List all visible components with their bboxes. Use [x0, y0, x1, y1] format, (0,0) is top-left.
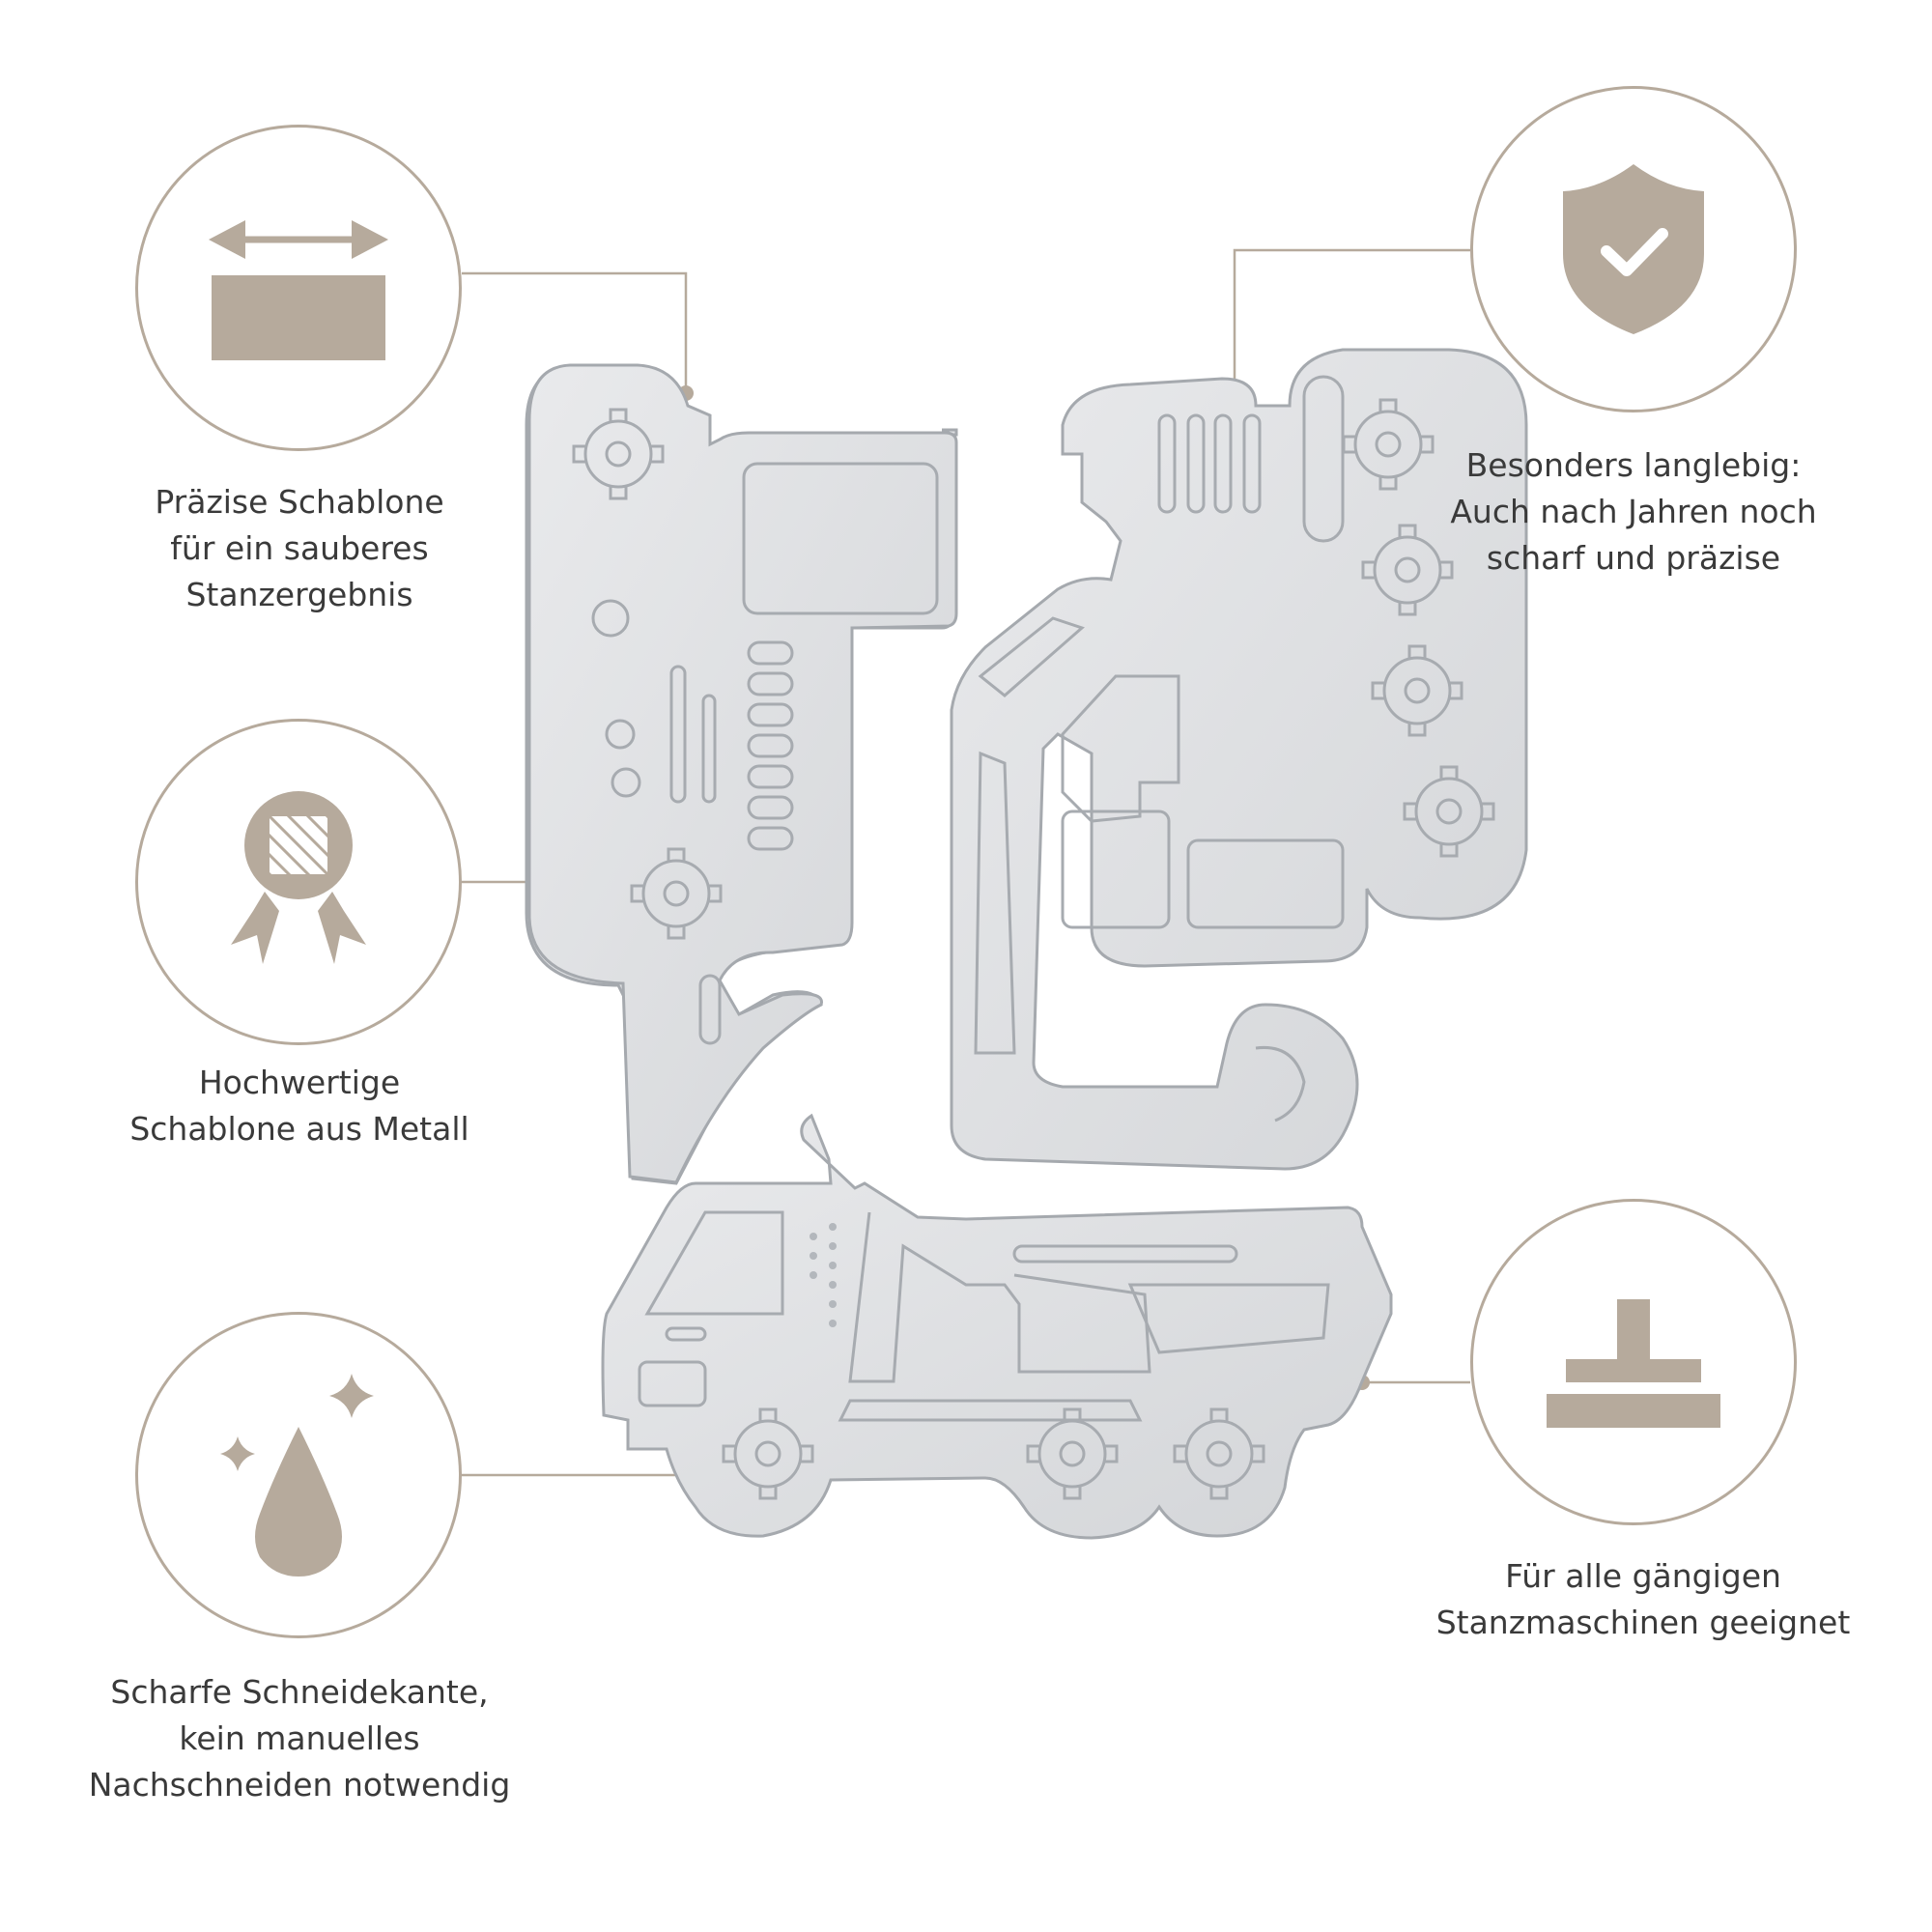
drop-sparkle-icon: [216, 1369, 381, 1581]
feature-line: Stanzmaschinen geeignet: [1435, 1604, 1851, 1641]
connector-precise: [462, 271, 688, 393]
width-arrow-block-icon: [207, 215, 390, 360]
dump-truck-piece: [601, 1113, 1393, 1540]
award-badge-icon: [226, 790, 371, 974]
feature-line: Schablone aus Metall: [129, 1110, 469, 1148]
feature-line: für ein sauberes: [170, 529, 429, 567]
feature-circle-metal: [135, 719, 462, 1045]
feature-line: Scharfe Schneidekante,: [110, 1673, 489, 1711]
excavator-track-piece: [525, 363, 958, 1185]
excavator-arm-piece: [950, 348, 1528, 1171]
feature-circle-durable: [1470, 86, 1797, 412]
feature-line: Auch nach Jahren noch: [1450, 493, 1817, 530]
feature-label-sharp: Scharfe Schneidekante, kein manuelles Na…: [29, 1669, 570, 1808]
feature-line: Für alle gängigen: [1505, 1557, 1781, 1595]
feature-label-precise: Präzise Schablone für ein sauberes Stanz…: [29, 479, 570, 618]
feature-line: Besonders langlebig:: [1465, 446, 1802, 484]
feature-line: Stanzergebnis: [185, 576, 413, 613]
shield-check-icon: [1561, 162, 1706, 336]
feature-label-machines: Für alle gängigen Stanzmaschinen geeigne…: [1373, 1553, 1914, 1646]
feature-circle-machines: [1470, 1199, 1797, 1525]
feature-circle-sharp: [135, 1312, 462, 1638]
feature-line: kein manuelles: [179, 1719, 420, 1757]
feature-circle-precise: [135, 125, 462, 451]
press-stamp-icon: [1542, 1294, 1725, 1430]
feature-line: Hochwertige: [198, 1064, 401, 1101]
feature-line: Nachschneiden notwendig: [88, 1766, 511, 1804]
connector-durable: [1233, 248, 1470, 388]
feature-line: Präzise Schablone: [155, 483, 444, 521]
feature-label-metal: Hochwertige Schablone aus Metall: [29, 1060, 570, 1152]
feature-label-durable: Besonders langlebig: Auch nach Jahren no…: [1363, 442, 1904, 582]
feature-line: scharf und präzise: [1486, 539, 1781, 577]
